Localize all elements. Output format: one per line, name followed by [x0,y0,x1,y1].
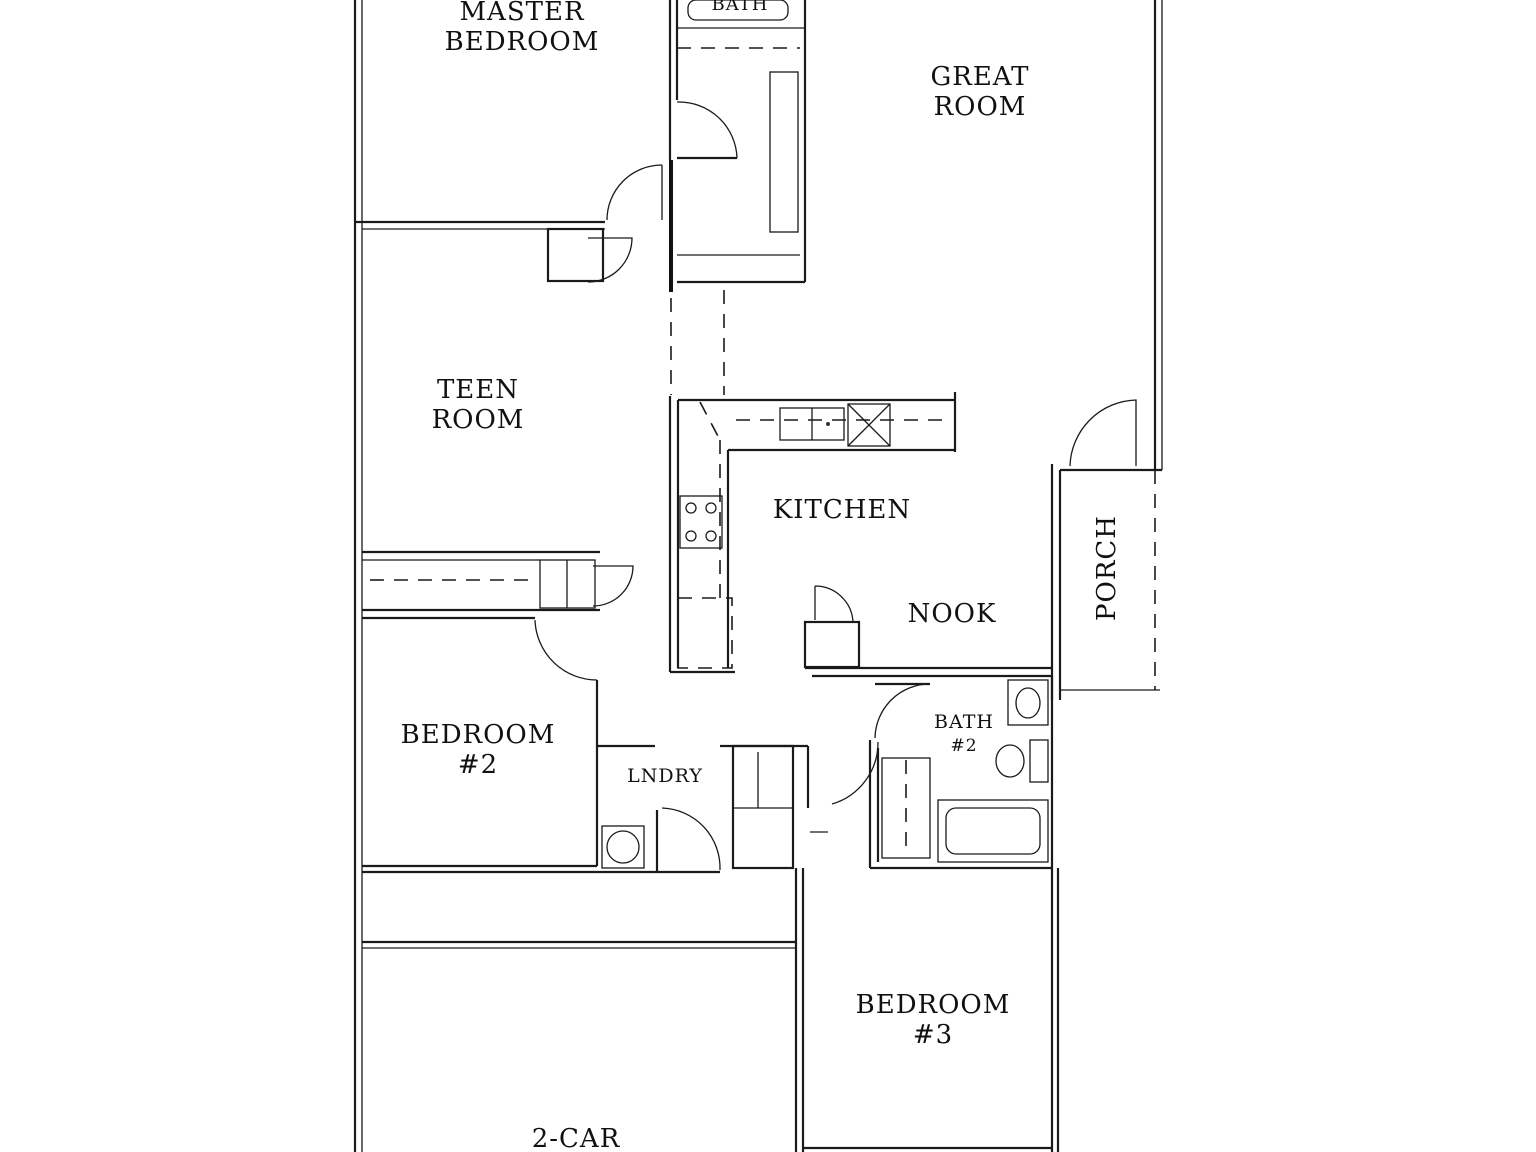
label-laundry: LNDRY [627,765,703,787]
label-teen-room-2: ROOM [432,405,525,435]
label-nook: NOOK [908,599,997,629]
label-great-room-1: GREAT [930,62,1029,92]
label-bath-2-2: #2 [950,736,977,756]
walls [353,0,1163,1152]
label-master-bedroom-2: BEDROOM [445,27,600,57]
label-bath-2-1: BATH [934,711,994,733]
label-great-room-2: ROOM [934,92,1027,122]
label-master-bath: BATH [712,0,769,15]
label-garage: 2-CAR [532,1124,621,1152]
label-kitchen: KITCHEN [773,495,911,525]
label-master-bedroom-1: MASTER [459,0,585,27]
label-bedroom-2-2: #2 [458,750,498,780]
label-bedroom-3-2: #3 [913,1020,953,1050]
label-teen-room-1: TEEN [437,375,519,405]
label-bedroom-2-1: BEDROOM [401,720,556,750]
label-bedroom-3-1: BEDROOM [856,990,1011,1020]
label-porch: PORCH [1092,515,1122,621]
